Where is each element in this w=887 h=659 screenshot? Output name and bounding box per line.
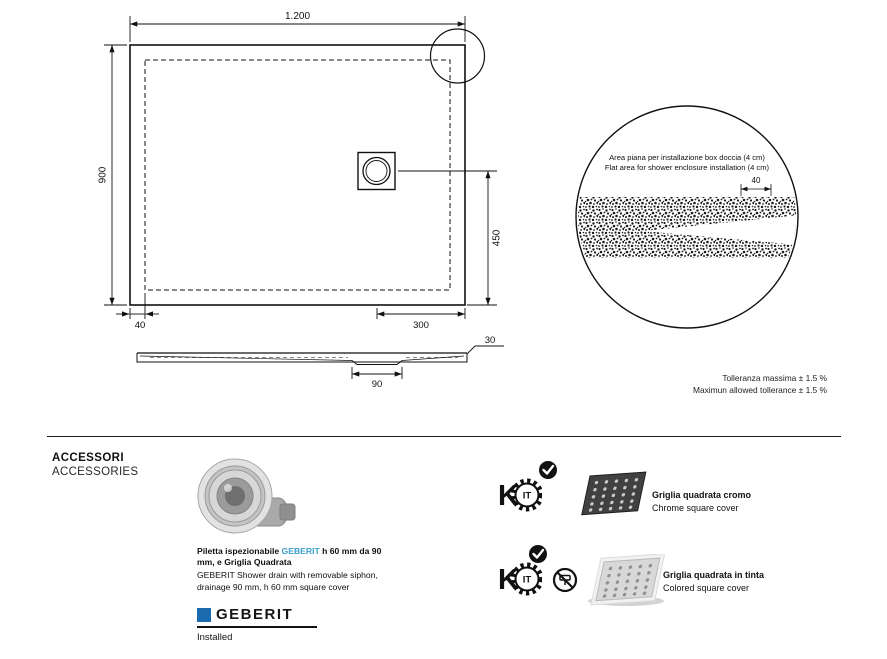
dim-thickness	[466, 345, 504, 355]
tolerance-note-en: Maximun allowed tollerance ± 1.5 %	[693, 385, 828, 395]
drain-desc-it-post: h 60 mm da 90 mm, e Griglia Quadrata	[197, 546, 382, 568]
detail-view: Area piana per installazione box doccia …	[575, 105, 799, 329]
dim-drain-horizontal-label: 300	[413, 320, 429, 331]
tray-side-view	[136, 352, 468, 365]
installed-label: Installed	[197, 632, 233, 643]
accessories-title-en: ACCESSORIES	[52, 466, 139, 478]
drain-photo	[197, 458, 296, 534]
detail-section	[578, 197, 796, 258]
dim-drain-vertical	[398, 170, 497, 306]
kit-icon: K IT	[498, 562, 542, 596]
drain-desc-it-brand: GEBERIT	[281, 546, 320, 556]
drain-desc-it-pre: Piletta ispezionabile	[197, 546, 282, 556]
technical-drawing: 1.200 900 450 40 300	[98, 11, 828, 395]
detail-label-it: Area piana per installazione box doccia …	[609, 153, 765, 162]
accessory-name-it: Griglia quadrata cromo	[652, 490, 752, 500]
dim-thickness-label: 30	[485, 335, 496, 346]
tray-top-view	[129, 44, 466, 306]
dim-width-label: 1.200	[285, 11, 310, 22]
kit-letters-it: IT	[523, 575, 532, 586]
detail-dim-flat-label: 40	[752, 176, 761, 185]
dim-edge-flat	[116, 293, 159, 319]
tolerance-note-it: Tolleranza massima ± 1.5 %	[722, 373, 827, 383]
geberit-logo-text: GEBERIT	[216, 606, 294, 623]
drain-description-it: Piletta ispezionabile GEBERIT h 60 mm da…	[197, 546, 395, 568]
dim-drain-width	[351, 367, 403, 379]
flat-area-dashed-outline	[144, 59, 451, 291]
detail-reference-circle	[429, 28, 486, 84]
drain-top-view	[357, 151, 396, 191]
kit-icon: K IT	[498, 478, 542, 512]
geberit-logo: GEBERIT	[197, 606, 317, 628]
dim-width	[129, 16, 466, 42]
kit-letter-k: K	[498, 480, 519, 512]
geberit-logo-block: GEBERIT Installed	[197, 606, 317, 643]
tray-outline	[129, 44, 466, 306]
drain-side-view	[351, 360, 403, 365]
dim-height	[104, 44, 127, 306]
kit-letters-it: IT	[523, 491, 532, 502]
paint-roller-crossed-icon	[552, 567, 578, 593]
dim-drain-vertical-label: 450	[492, 229, 503, 246]
drain-description-en: GEBERIT Shower drain with removable siph…	[197, 570, 378, 592]
detail-label-en: Flat area for shower enclosure installat…	[605, 163, 770, 172]
check-icon	[539, 461, 557, 479]
check-icon	[529, 545, 547, 563]
dim-height-label: 900	[98, 166, 109, 183]
accessory-name-it: Griglia quadrata in tinta	[663, 570, 765, 580]
chrome-cover-image	[581, 471, 647, 516]
accessories-title-it: ACCESSORI	[52, 452, 124, 464]
accessory-item-chrome: Griglia quadrata cromo Chrome square cov…	[652, 490, 751, 513]
dim-drain-width-label: 90	[372, 379, 383, 390]
colored-cover-image	[588, 554, 666, 606]
accessories-header: ACCESSORI ACCESSORIES	[52, 452, 138, 478]
geberit-logo-square	[197, 607, 211, 622]
section-divider	[47, 436, 841, 437]
detail-dim-flat	[740, 184, 772, 196]
accessory-item-colored: Griglia quadrata in tinta Colored square…	[663, 570, 764, 593]
accessory-name-en: Colored square cover	[663, 583, 750, 593]
dim-edge-flat-label: 40	[135, 320, 146, 331]
dim-drain-horizontal	[376, 308, 466, 319]
accessory-name-en: Chrome square cover	[652, 503, 739, 513]
drain-description: Piletta ispezionabile GEBERIT h 60 mm da…	[197, 546, 395, 593]
kit-letter-k: K	[498, 564, 519, 596]
